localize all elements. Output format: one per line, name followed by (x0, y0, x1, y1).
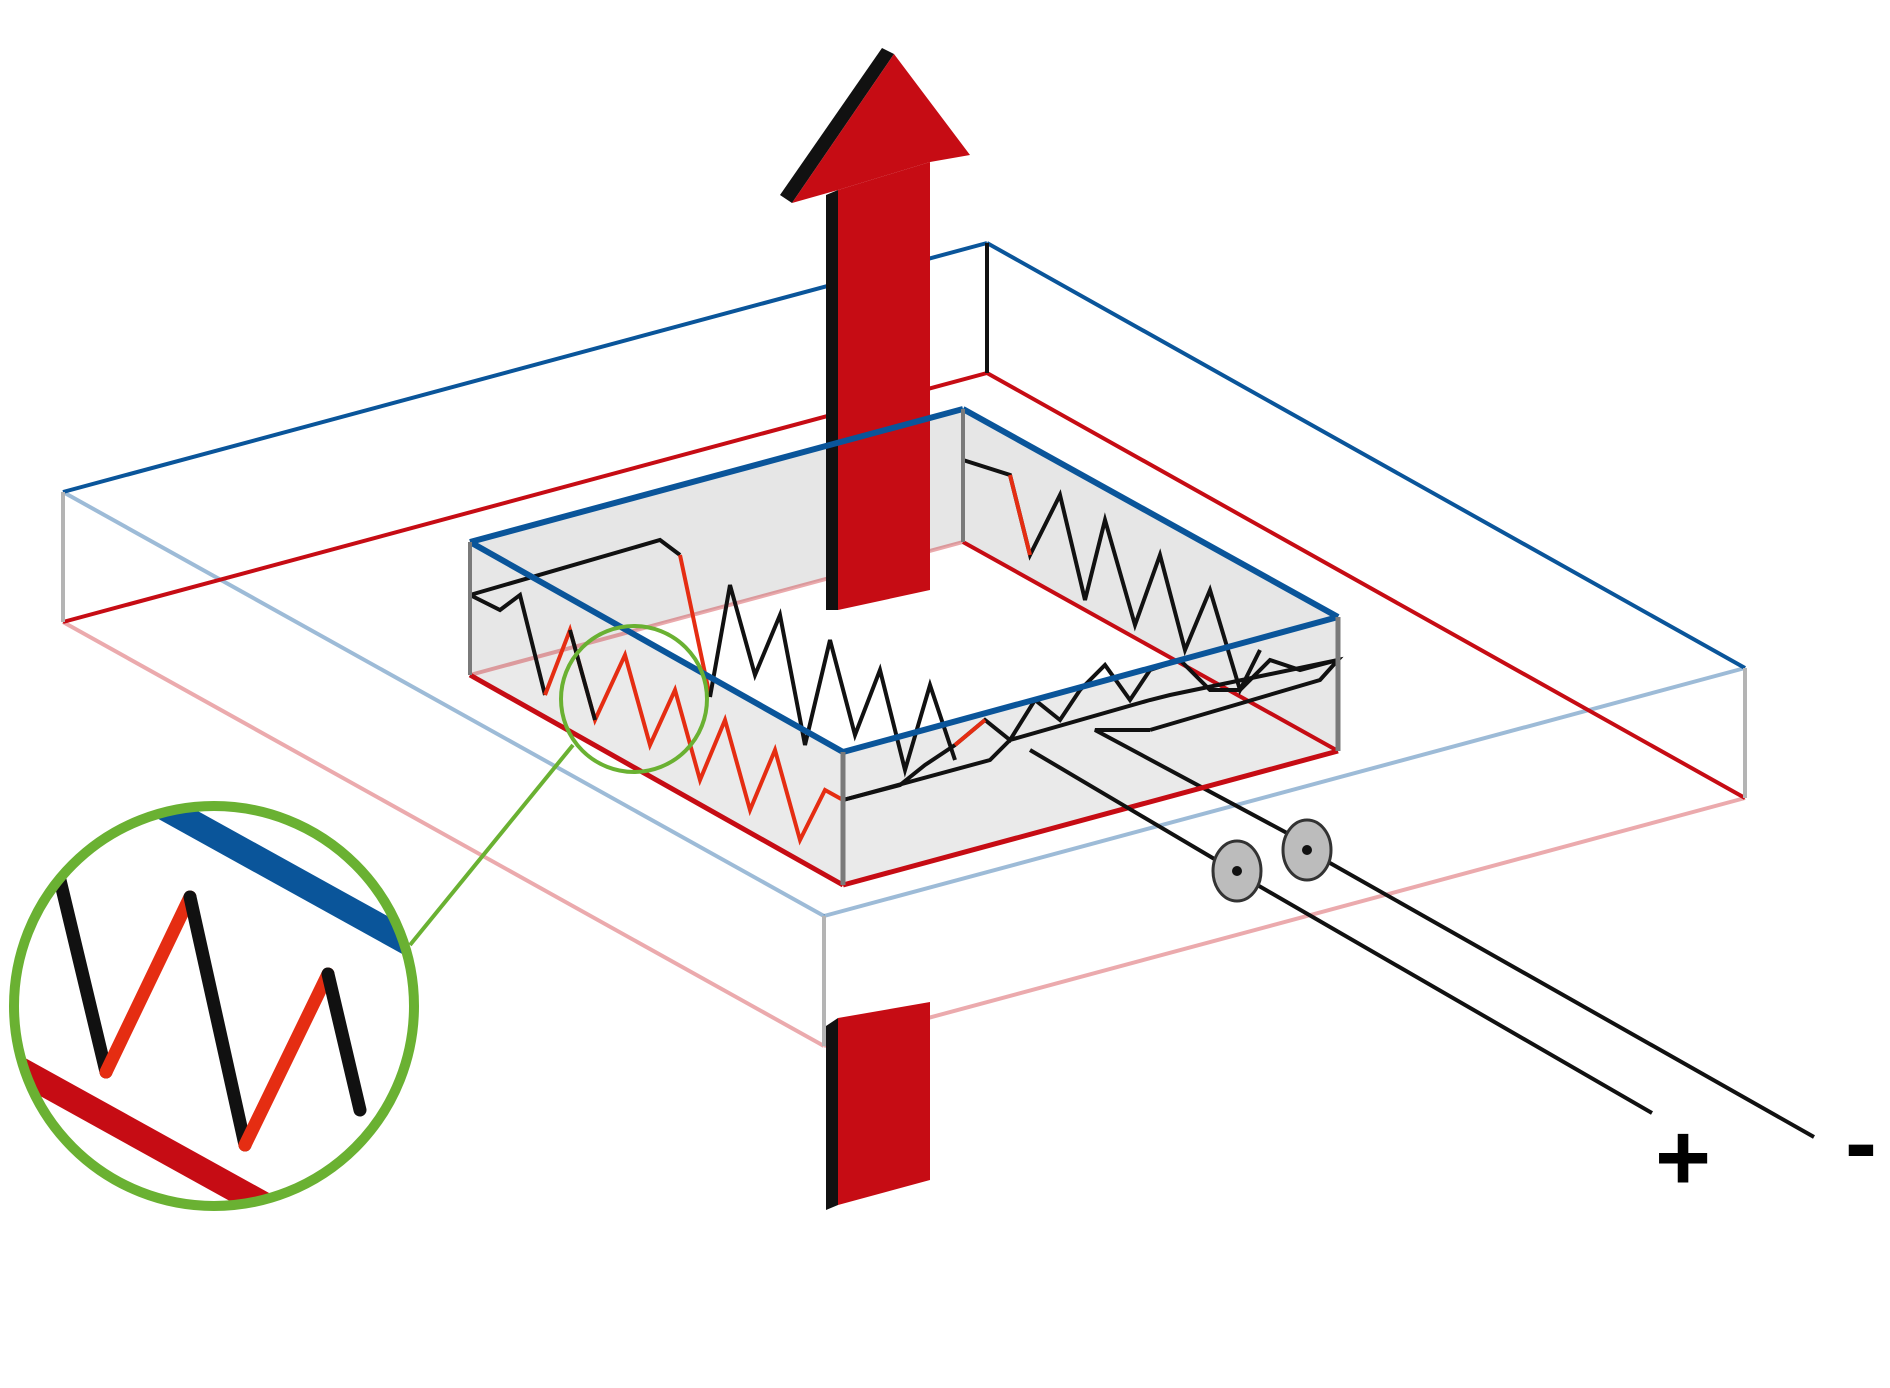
electrical-leads: + - (1028, 748, 1877, 1211)
contact-dot (1232, 866, 1242, 876)
zoom-connector (408, 743, 575, 947)
arrow-up-icon (838, 162, 930, 610)
housing-left-wall (470, 542, 843, 885)
outer-slab-top-edge (62, 490, 825, 918)
arrow-up-icon (792, 54, 970, 203)
module-edges (468, 406, 1341, 888)
thermocouple-chain-back (708, 584, 957, 778)
zoom-n-leg (183, 890, 252, 1152)
zoom-n-leg (53, 873, 113, 1079)
module-top-edge (842, 614, 1339, 755)
arrow-up-icon (838, 1002, 930, 1205)
thermocouple-chain-left (469, 591, 547, 696)
outer-slab (61, 241, 1747, 1048)
positive-terminal-label: + (1655, 1104, 1711, 1211)
outer-slab-bottom-edge (823, 796, 1746, 1048)
arrow-up-icon (826, 1018, 838, 1210)
housing-right-bottom-edge (962, 540, 1339, 753)
zoom-p-leg (238, 967, 335, 1152)
positive-lead-wire (1028, 748, 1235, 872)
thermocouple-chain-front (953, 718, 987, 747)
thermocouple-chain-left (568, 629, 597, 721)
outer-slab-bottom-edge (62, 620, 825, 1048)
negative-lead-wire (1306, 848, 1815, 1139)
zoom-circle-icon (559, 624, 709, 774)
thermocouple-chains (469, 458, 1344, 846)
arrow-up-icon (826, 190, 838, 610)
arrow-up-icon (780, 48, 894, 203)
zoom-lens-ring (9, 801, 419, 1211)
zoom-p-leg (99, 890, 197, 1079)
outer-slab-top-edge (986, 241, 1746, 670)
module-top-edge (961, 406, 1340, 620)
module-bottom-edge (468, 672, 845, 888)
zoom-callout (9, 624, 709, 1211)
contact-dot (1302, 845, 1312, 855)
module-bottom-edge (842, 748, 1339, 888)
negative-terminal-label: - (1845, 1089, 1877, 1196)
thermocouple-chain-front (842, 657, 1339, 802)
outer-slab-bottom-edge (986, 371, 1746, 800)
zoom-cold-plate (153, 806, 414, 972)
internal-lead-trace (1094, 728, 1301, 842)
positive-lead-wire (1238, 873, 1654, 1115)
thermocouple-chain-right (1008, 474, 1032, 556)
module-top-edge (469, 406, 964, 545)
zoom-n-leg (321, 967, 367, 1117)
module-top-edge (468, 539, 845, 755)
heat-flow-arrow (780, 48, 970, 1210)
outer-slab-top-edge (823, 666, 1746, 918)
internal-lead-trace (842, 656, 1344, 802)
